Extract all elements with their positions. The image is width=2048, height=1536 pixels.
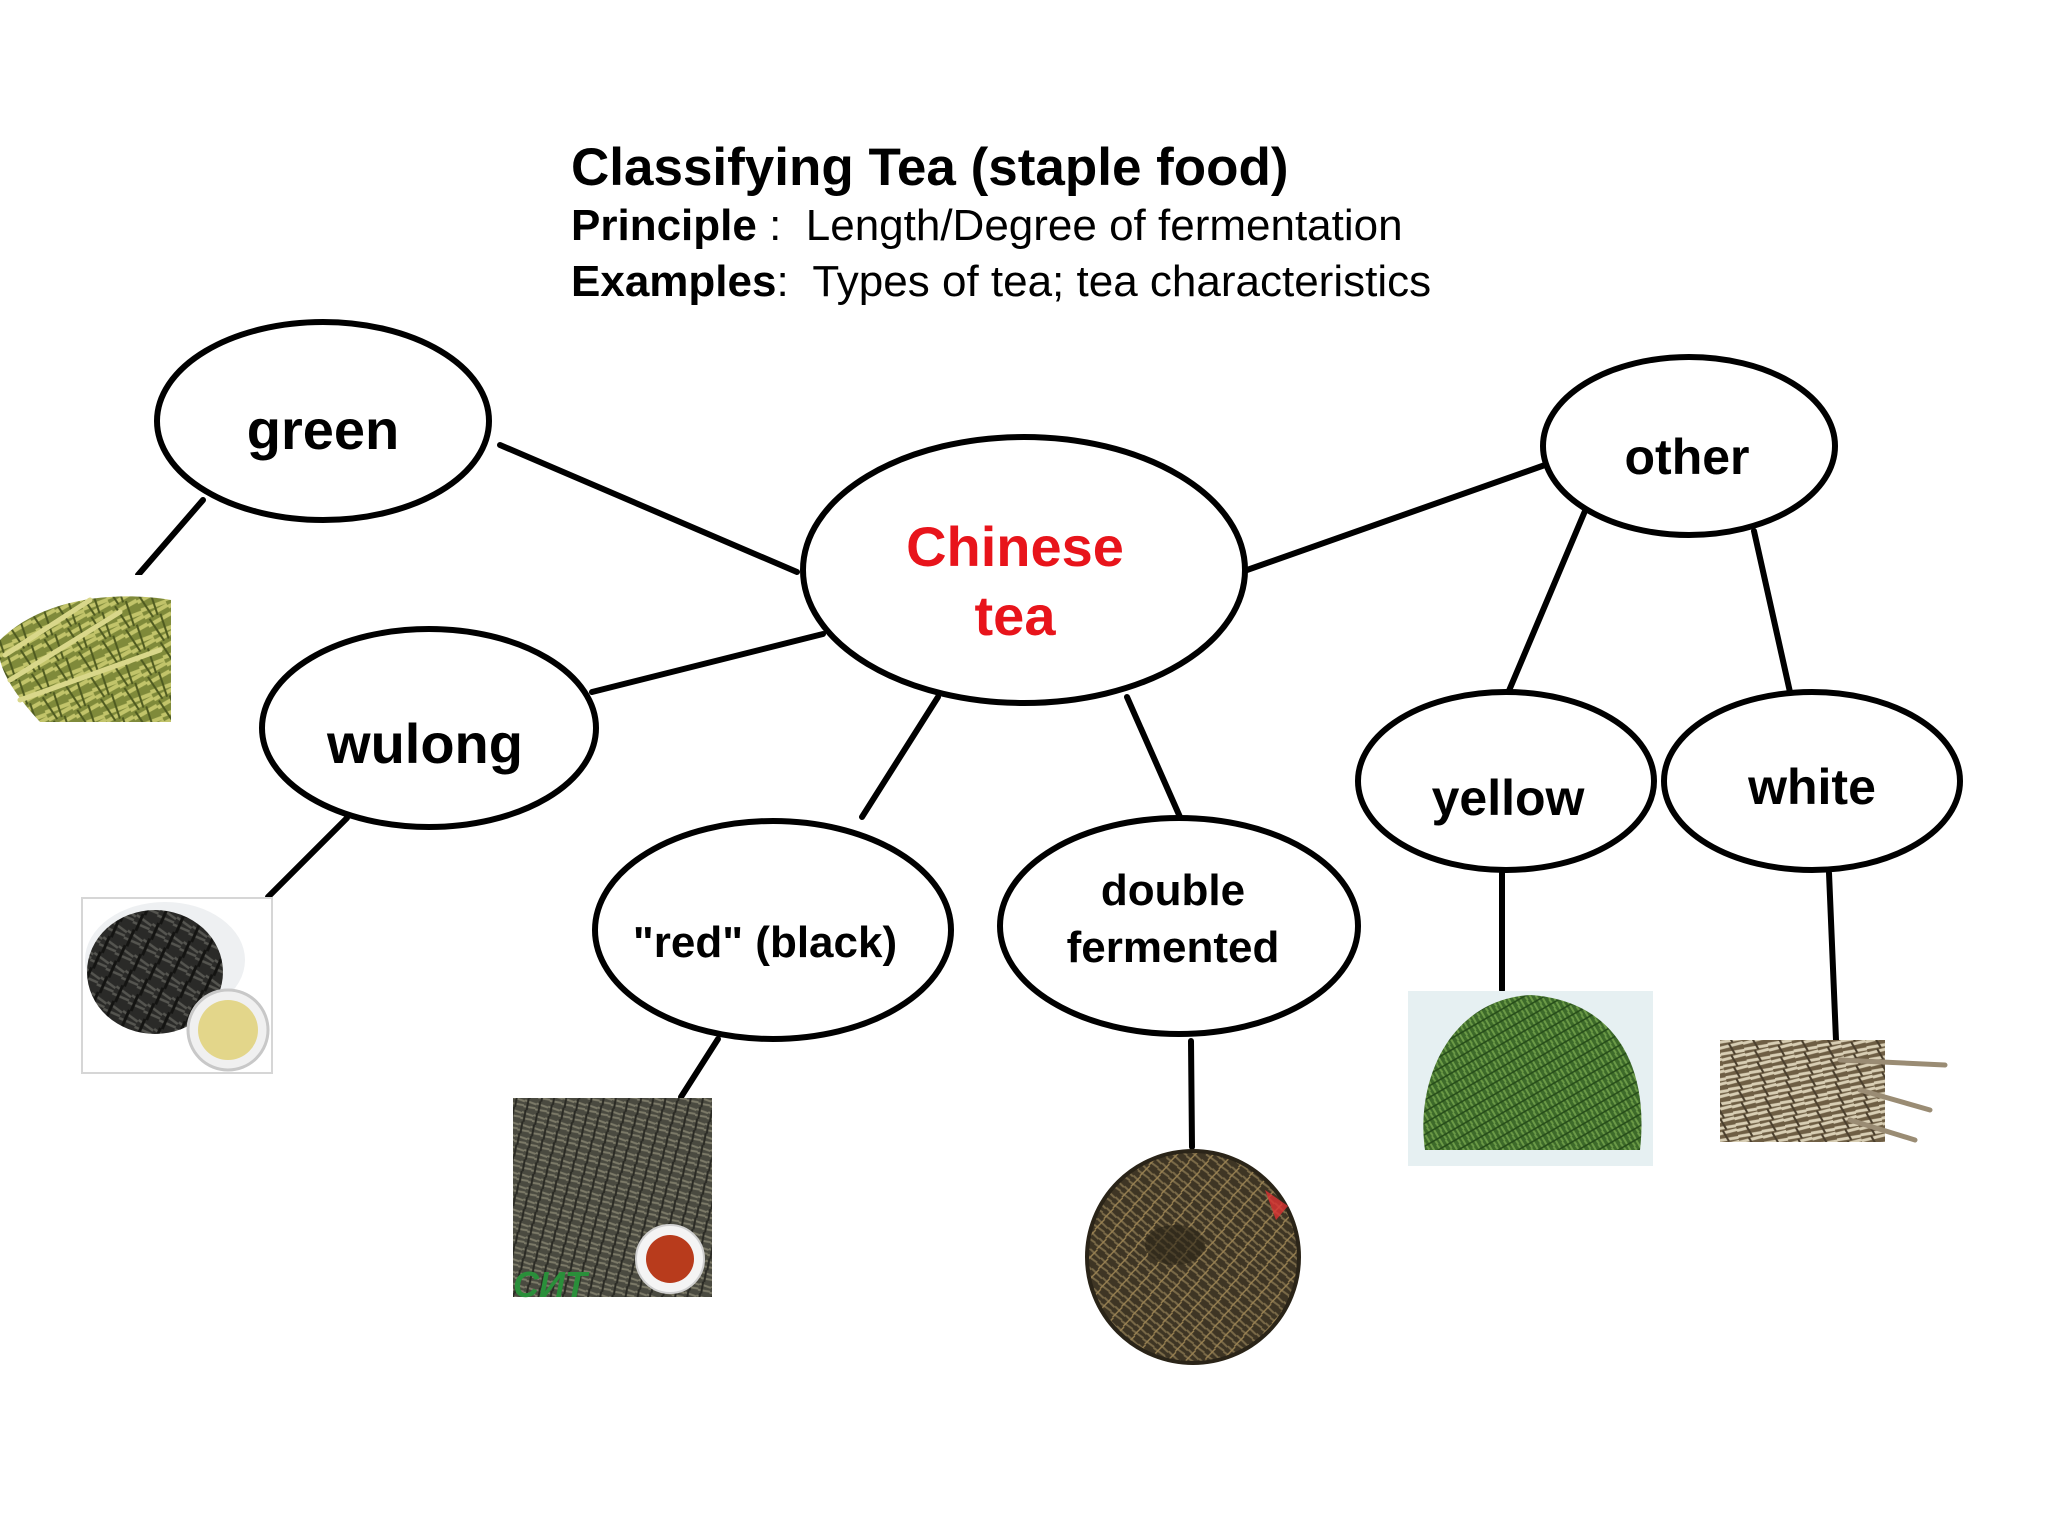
node-yellow xyxy=(1355,689,1657,873)
examples-value: Types of tea; tea characteristics xyxy=(812,257,1432,306)
node-wulong xyxy=(259,626,599,830)
principle-line: Principle : Length/Degree of fermentatio… xyxy=(571,198,1431,254)
edge-other-white xyxy=(1751,528,1797,713)
green-tea-photo xyxy=(0,575,171,722)
examples-label: Examples xyxy=(571,257,777,306)
node-double-fermented-label-line1: double xyxy=(1101,866,1245,915)
node-wulong-label: wulong xyxy=(326,712,523,775)
node-chinese-tea xyxy=(800,434,1248,706)
edge-wulong-photo xyxy=(265,815,350,900)
node-red-black xyxy=(592,818,954,1042)
principle-value: Length/Degree of fermentation xyxy=(805,201,1403,250)
node-red-black-label: "red" (black) xyxy=(633,918,897,967)
edge-double-center xyxy=(1124,694,1183,820)
examples-separator: : xyxy=(776,257,813,306)
red-tea-photo: СИТ xyxy=(513,1098,712,1305)
node-green-label: green xyxy=(247,398,400,461)
node-other xyxy=(1540,354,1838,538)
node-double-fermented xyxy=(997,815,1361,1037)
principle-label: Principle xyxy=(571,201,757,250)
node-white-label: white xyxy=(1747,759,1876,815)
diagram-title: Classifying Tea (staple food) xyxy=(571,138,1289,197)
edge-wulong-center xyxy=(589,631,826,695)
node-chinese-tea-label-line1: Chinese xyxy=(906,515,1124,578)
connector-lines xyxy=(135,442,1839,1150)
node-chinese-tea-label-line2: tea xyxy=(975,584,1057,647)
edge-white-photo xyxy=(1826,870,1839,1043)
white-tea-photo xyxy=(1720,1040,1948,1143)
edge-red-center xyxy=(859,694,941,820)
node-white xyxy=(1661,689,1963,873)
wulong-tea-photo xyxy=(81,897,273,1074)
edge-green-center xyxy=(497,442,800,575)
node-double-fermented-label-line2: fermented xyxy=(1067,923,1280,972)
node-yellow-label: yellow xyxy=(1432,770,1585,826)
node-other-label: other xyxy=(1625,429,1750,485)
diagram-header: Classifying Tea (staple food) Principle … xyxy=(571,138,1431,310)
edge-other-yellow xyxy=(1505,508,1588,696)
edge-red-photo xyxy=(678,1036,721,1100)
red-photo-logo: СИТ xyxy=(513,1264,590,1305)
principle-separator: : xyxy=(756,201,806,250)
edge-double-photo xyxy=(1188,1038,1195,1150)
node-green xyxy=(154,319,492,523)
yellow-tea-photo xyxy=(1408,991,1653,1166)
examples-line: Examples: Types of tea; tea characterist… xyxy=(571,254,1431,310)
edge-center-other xyxy=(1244,462,1548,573)
double-fermented-tea-photo xyxy=(1085,1149,1301,1365)
edge-green-photo xyxy=(135,497,206,578)
